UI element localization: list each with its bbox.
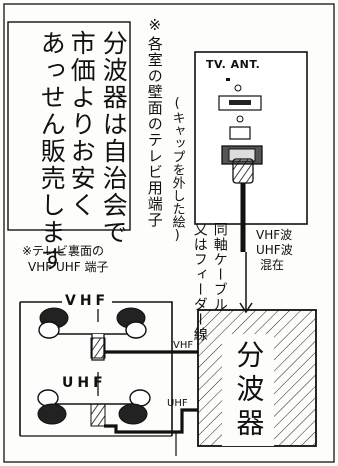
vhf-terminals: [38, 306, 147, 361]
splitter-out-vhf-label: VHF: [173, 340, 194, 351]
uhf-terminals: [37, 372, 151, 427]
tv-back-note-line-2: VHF UHF 端子: [28, 260, 109, 274]
wall-outlet-plate: [194, 51, 308, 225]
mixed-label-line-3: 混在: [260, 258, 285, 272]
tv-back-note-line-1: ※テレビ裏面の: [22, 244, 105, 258]
splitter-box: [197, 309, 317, 447]
notice-line-2: 市価よりお安く: [67, 30, 97, 219]
mixed-label-line-2: UHF波: [256, 243, 293, 257]
vhf-label: VHF: [62, 293, 113, 309]
splitter-out-uhf-label: UHF: [167, 398, 188, 409]
notice-line-1: 分波器は自治会で: [99, 30, 129, 246]
notice-box: [7, 21, 131, 231]
wall-outlet-note-line-1: 各室の壁面のテレビ用端子: [145, 36, 164, 228]
cable-label-line-2: 又はフィーダー線: [191, 222, 208, 342]
uhf-label: UHF: [62, 375, 107, 391]
page-frame: [3, 3, 335, 463]
notice: 分波器は自治会で 市価よりお安く あっせん販売します: [8, 22, 130, 273]
wall-outlet-note-line-2: (キャップを外した絵): [169, 96, 185, 243]
tv-ant-label: TV. ANT.: [206, 58, 261, 71]
notice-line-3: あっせん販売します: [37, 30, 67, 273]
wall-outlet-note-marker: ※: [145, 16, 164, 35]
splitter-label: 分波器: [232, 340, 266, 442]
mixed-label-line-1: VHF波: [256, 228, 293, 242]
splitter-leads: [104, 350, 198, 456]
cable-label-line-1: 同軸ケーブル: [211, 222, 228, 312]
coax-cable: [239, 183, 253, 314]
